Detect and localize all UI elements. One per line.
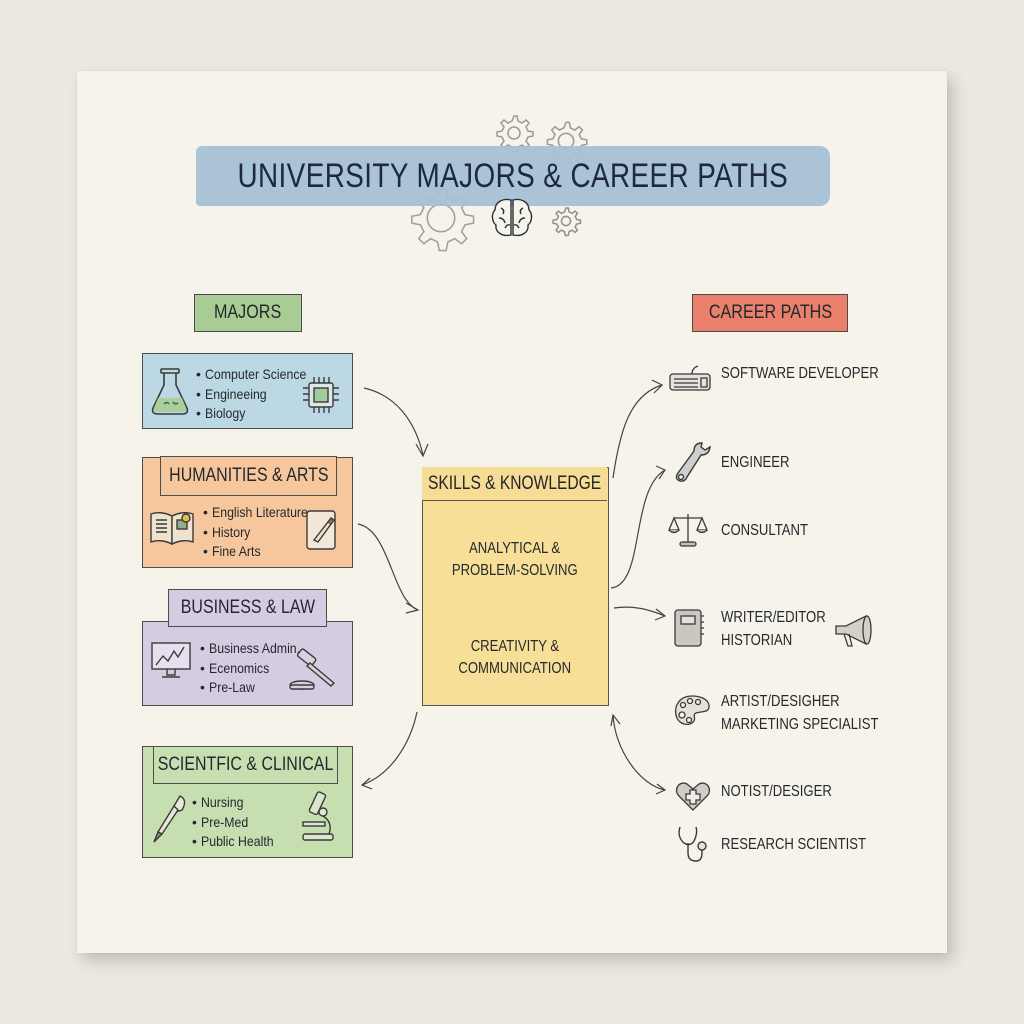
skill-analytical: ANALYTICAL &PROBLEM-SOLVING: [451, 540, 578, 579]
major-heading-humanities: HUMANITIES & ARTS: [160, 456, 337, 496]
major-heading-scientific: SCIENTFIC & CLINICAL: [153, 746, 338, 784]
gavel-icon: [289, 648, 336, 690]
brain-icon: [491, 198, 533, 237]
major-item: Biology: [196, 404, 320, 424]
notebook-icon: [674, 609, 704, 647]
skill-creativity: CREATIVITY &COMMUNICATION: [458, 638, 571, 677]
skills-knowledge-card: [422, 467, 609, 706]
title-banner: [196, 146, 830, 206]
page-title: UNIVERSITY MAJORS & CAREER PATHS: [237, 156, 789, 195]
career-engineer: ENGINEER: [721, 454, 790, 471]
career-notist-desiger: NOTIST/DESIGER: [721, 783, 832, 800]
majors-label: MAJORS: [194, 294, 302, 332]
major-item: Pre-Med: [192, 813, 283, 833]
sketchbook-brush-icon: [306, 510, 336, 550]
career-paths-label: CAREER PATHS: [692, 294, 848, 332]
career-consultant: CONSULTANT: [721, 522, 808, 539]
major-item: English Literature: [203, 503, 321, 523]
wrench-icon: [675, 442, 711, 482]
major-item: Nursing: [192, 793, 283, 813]
microchip-icon: [303, 377, 339, 413]
heart-medical-icon: [675, 782, 711, 811]
major-heading-business: BUSINESS & LAW: [168, 589, 327, 627]
major-list-scientific: Nursing Pre-Med Public Health: [192, 793, 283, 852]
stethoscope-icon: [678, 826, 707, 862]
skills-heading: SKILLS & KNOWLEDGE: [422, 467, 607, 501]
major-item: Computer Science: [196, 365, 320, 385]
career-research-scientist: RESEARCH SCIENTIST: [721, 836, 867, 853]
paintbrush-icon: [153, 795, 186, 843]
career-software-developer: SOFTWARE DEVELOPER: [721, 365, 879, 382]
career-artist-marketing: ARTIST/DESIGHER MARKETING SPECIALIST: [721, 693, 879, 733]
megaphone-icon: [835, 614, 872, 647]
career-writer-historian: WRITER/EDITOR HISTORIAN: [721, 609, 826, 649]
scales-icon: [668, 514, 708, 547]
major-item: Ecenomics: [200, 659, 312, 679]
keyboard-icon: [669, 365, 711, 391]
microscope-icon: [302, 791, 334, 841]
major-item: Business Admin,: [200, 639, 312, 659]
major-item: Public Health: [192, 832, 283, 852]
gear-icon: [552, 207, 582, 237]
major-list-business: Business Admin, Ecenomics Pre-Law: [200, 639, 312, 698]
major-list-humanities: English Literature History Fine Arts: [203, 503, 321, 562]
major-item: Pre-Law: [200, 678, 312, 698]
open-book-icon: [150, 511, 194, 546]
palette-icon: [674, 695, 710, 726]
major-list-stem: Computer Science Engineeing Biology: [196, 365, 320, 424]
major-item: History: [203, 523, 321, 543]
monitor-chart-icon: [151, 642, 191, 678]
major-item: Fine Arts: [203, 542, 321, 562]
major-item: Engineeing: [196, 385, 320, 405]
flask-icon: [151, 368, 189, 415]
